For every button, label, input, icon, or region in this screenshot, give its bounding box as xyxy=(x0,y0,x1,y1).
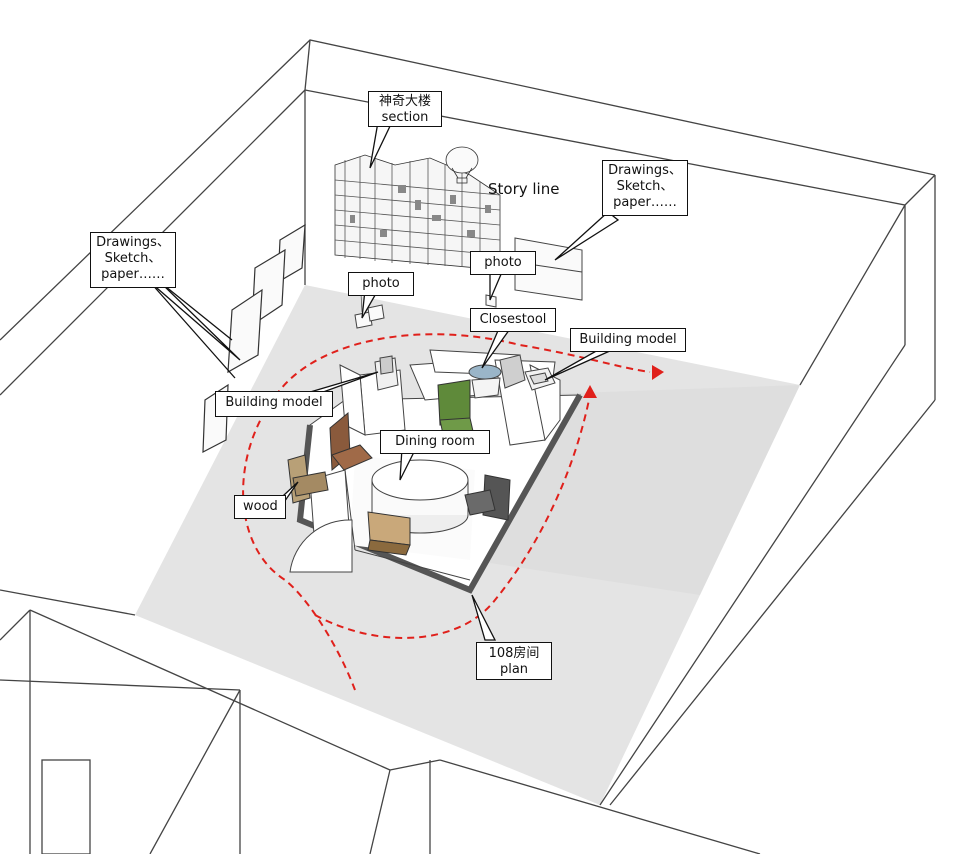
label-plan-zh: 108房间 xyxy=(488,646,540,661)
closestool xyxy=(468,354,526,399)
door-swing xyxy=(289,519,353,573)
wall-papers-left xyxy=(202,223,306,454)
story-line-path-inner xyxy=(314,394,591,639)
label-closestool: Closestool xyxy=(479,312,547,327)
callout-plan: 108房间 plan xyxy=(476,642,552,680)
callout-photo-right: photo xyxy=(470,251,536,275)
label-plan-en: plan xyxy=(499,662,529,677)
label-photo-right: photo xyxy=(484,255,522,270)
label-building-model-right: Building model xyxy=(579,332,677,347)
label-building-model-left: Building model xyxy=(225,395,323,410)
callout-section: 神奇大楼 section xyxy=(368,91,442,127)
label-section-zh: 神奇大楼 xyxy=(378,94,431,109)
label-drawings-right-1: Drawings、 xyxy=(608,163,682,178)
label-section-en: section xyxy=(381,110,429,125)
story-line-path xyxy=(242,333,651,691)
story-line-arrow-right xyxy=(652,365,664,380)
label-drawings-left-2: Sketch、 xyxy=(104,251,162,266)
label-photo-left: photo xyxy=(362,276,400,291)
section-sketch xyxy=(334,146,501,271)
callout-closestool: Closestool xyxy=(470,308,556,332)
callout-drawings-right: Drawings、 Sketch、 paper…… xyxy=(602,160,688,216)
callout-drawings-left: Drawings、 Sketch、 paper…… xyxy=(90,232,176,288)
callout-wood: wood xyxy=(234,495,286,519)
label-dining-room: Dining room xyxy=(395,434,475,449)
story-line-arrow-up xyxy=(583,385,597,398)
label-drawings-right-2: Sketch、 xyxy=(616,179,674,194)
label-wood: wood xyxy=(243,499,278,514)
callout-building-model-left: Building model xyxy=(215,391,333,417)
callout-dining-room: Dining room xyxy=(380,430,490,454)
label-drawings-left-3: paper…… xyxy=(101,267,165,282)
label-story-line: Story line xyxy=(488,180,560,198)
building-models xyxy=(374,355,556,391)
callout-building-model-right: Building model xyxy=(570,328,686,352)
label-drawings-left-1: Drawings、 xyxy=(96,235,170,250)
label-drawings-right-3: paper…… xyxy=(613,195,677,210)
callout-photo-left: photo xyxy=(348,272,414,296)
room-walls xyxy=(0,39,936,854)
callout-leaders xyxy=(148,121,620,641)
